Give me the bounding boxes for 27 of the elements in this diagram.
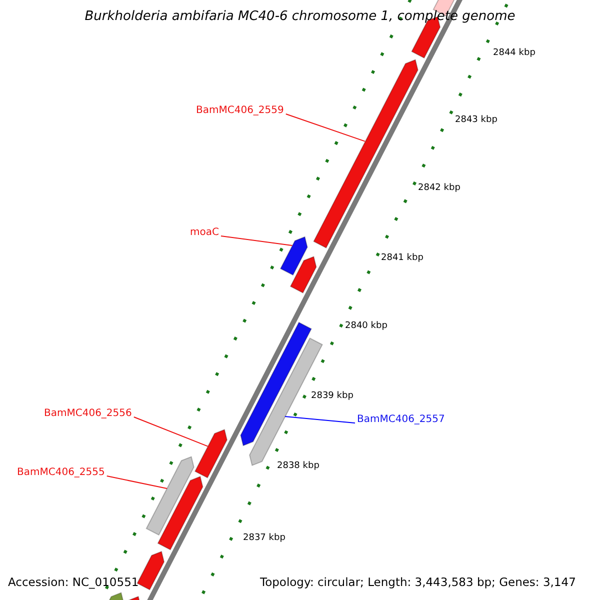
gene-feature xyxy=(240,322,312,446)
accession-text: Accession: NC_010551 xyxy=(8,575,139,589)
gene-feature xyxy=(136,550,165,590)
gene-label: BamMC406_2556 xyxy=(44,408,132,419)
scale-label: 2843 kbp xyxy=(455,115,498,125)
scale-label: 2839 kbp xyxy=(311,391,354,401)
gene-label: moaC xyxy=(190,227,219,238)
gene-label: BamMC406_2559 xyxy=(196,105,284,116)
scale-label: 2838 kbp xyxy=(277,461,320,471)
gene-feature xyxy=(194,428,228,478)
gene-label: BamMC406_2557 xyxy=(357,414,445,425)
genome-title: Burkholderia ambifaria MC40-6 chromosome 1, complete genome xyxy=(84,9,516,24)
leader-line xyxy=(106,476,168,489)
gene-feature xyxy=(157,476,204,550)
gene-label: BamMC406_2555 xyxy=(17,467,105,478)
leader-line xyxy=(133,416,208,447)
scale-label: 2844 kbp xyxy=(493,48,536,58)
scale-label: 2837 kbp xyxy=(243,533,286,543)
leader-line xyxy=(220,236,293,246)
gene-feature xyxy=(280,236,308,276)
genome-info-text: Topology: circular; Length: 3,443,583 bp; Genes: 3,147 xyxy=(260,575,576,589)
gene-feature xyxy=(313,59,418,249)
gene-feature xyxy=(290,256,317,294)
leader-line xyxy=(285,114,366,142)
gene-feature xyxy=(146,456,194,536)
scale-label: 2840 kbp xyxy=(345,321,388,331)
leader-line xyxy=(284,416,356,424)
